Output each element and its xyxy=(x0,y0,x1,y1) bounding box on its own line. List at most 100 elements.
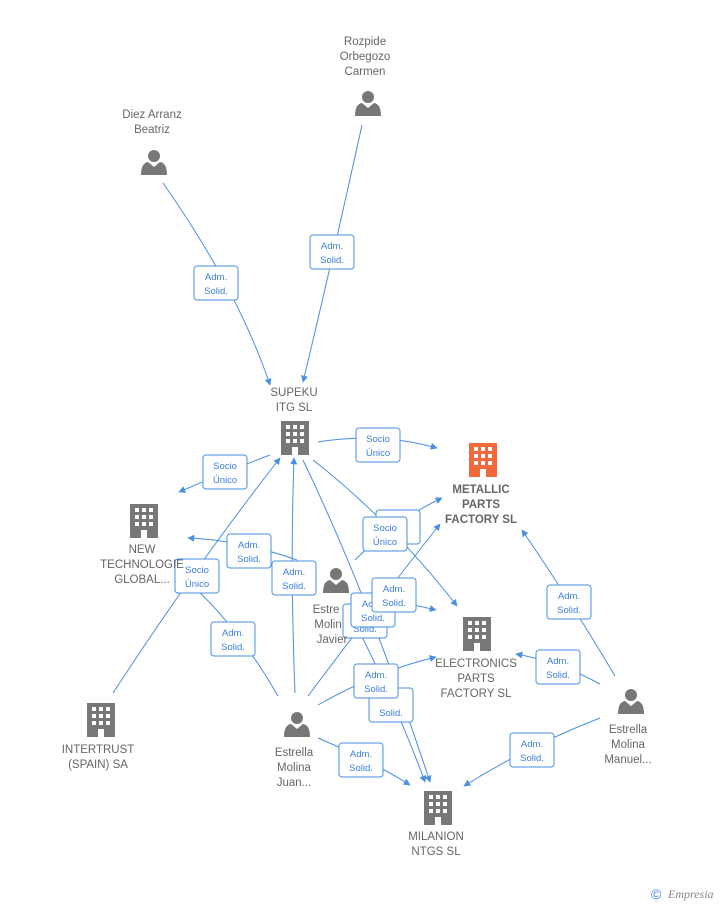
relation-label: Adm. Solid. xyxy=(371,577,417,613)
relation-text-2: Solid. xyxy=(320,255,344,266)
relation-label: Adm. Solid. xyxy=(338,742,384,778)
node-milanion[interactable]: MILANION NTGS SL xyxy=(408,791,464,858)
relation-text-1: Socio xyxy=(185,565,209,576)
copyright-icon: © xyxy=(651,886,662,902)
node-label: PARTS xyxy=(457,673,495,685)
node-metallic[interactable]: METALLIC PARTS FACTORY SL xyxy=(445,443,517,526)
building-icon xyxy=(469,443,497,477)
relation-text-1: Socio xyxy=(366,434,390,445)
relation-label: Adm. Solid. xyxy=(226,533,272,569)
node-label: Estrella xyxy=(609,724,648,736)
building-icon xyxy=(281,421,309,455)
node-intertrust[interactable]: INTERTRUST (SPAIN) SA xyxy=(62,703,135,771)
relation-text-2: Solid. xyxy=(204,286,228,297)
node-label: Molina xyxy=(277,762,311,774)
node-label: Manuel... xyxy=(604,754,651,766)
relation-text-1: Adm. xyxy=(521,739,543,750)
node-label: METALLIC xyxy=(452,484,509,496)
relation-text-2: Solid. xyxy=(364,684,388,695)
node-juan[interactable]: Estrella Molina Juan... xyxy=(275,712,314,789)
relation-text-1: Adm. xyxy=(205,272,227,283)
relation-text-1: Adm. xyxy=(558,591,580,602)
relation-text-2: Solid. xyxy=(282,581,306,592)
relation-text-1: Adm. xyxy=(365,670,387,681)
person-icon xyxy=(323,568,349,593)
relation-label: Adm. Solid. xyxy=(271,560,317,596)
node-label: ITG SL xyxy=(276,402,313,414)
relation-text-2: Único xyxy=(366,448,390,459)
node-diez[interactable]: Diez Arranz Beatriz xyxy=(122,109,182,175)
relation-label: Adm. Solid. xyxy=(535,649,581,685)
relation-label: Adm. Solid. xyxy=(546,584,592,620)
relation-text-1: Adm. xyxy=(383,584,405,595)
person-icon xyxy=(141,150,167,175)
building-icon xyxy=(87,703,115,737)
relation-text-2: Solid. xyxy=(546,670,570,681)
node-label: NEW xyxy=(129,544,156,556)
relation-text-1: Socio xyxy=(373,523,397,534)
node-javier[interactable]: Estre Molin Javier xyxy=(313,568,349,646)
building-icon xyxy=(424,791,452,825)
relation-text-2: Solid. xyxy=(221,642,245,653)
node-newtech[interactable]: NEW TECHNOLOGIE GLOBAL... xyxy=(100,504,184,586)
relation-label: Socio Único xyxy=(355,427,401,463)
node-label: INTERTRUST xyxy=(62,744,135,756)
person-icon xyxy=(355,91,381,116)
node-electronics[interactable]: ELECTRONICS PARTS FACTORY SL xyxy=(435,617,517,700)
building-icon xyxy=(463,617,491,651)
relation-text-2: Solid. xyxy=(382,598,406,609)
node-label: Orbegozo xyxy=(340,51,391,63)
relation-text-2: Solid. xyxy=(557,605,581,616)
node-label: Molina xyxy=(611,739,645,751)
relation-text-2: Solid. xyxy=(237,554,261,565)
relation-text-1: Adm. xyxy=(547,656,569,667)
node-label: GLOBAL... xyxy=(114,574,170,586)
relation-text-2: Solid. xyxy=(520,753,544,764)
node-label: Estrella xyxy=(275,747,314,759)
person-icon xyxy=(618,689,644,714)
relation-text-1: Adm. xyxy=(321,241,343,252)
relation-label: Adm. Solid. xyxy=(193,265,239,301)
node-label: Juan... xyxy=(277,777,312,789)
node-layer: Rozpide Orbegozo Carmen Diez Arranz Beat… xyxy=(62,36,652,858)
relation-label: Adm. Solid. xyxy=(309,234,355,270)
relation-label: Socio Único xyxy=(362,516,408,552)
node-label: MILANION xyxy=(408,831,464,843)
node-label: Beatriz xyxy=(134,124,170,136)
relation-text-1: Adm. xyxy=(283,567,305,578)
relation-label: Adm. Solid. xyxy=(353,663,399,699)
relation-text-1: Adm. xyxy=(222,628,244,639)
footer-brand: © Empresia xyxy=(651,886,714,902)
node-label: PARTS xyxy=(462,499,500,511)
brand-logo: Empresia xyxy=(667,887,714,901)
node-label: FACTORY SL xyxy=(441,688,513,700)
relation-label: Adm. Solid. xyxy=(210,621,256,657)
node-label: Carmen xyxy=(345,66,386,78)
relation-text-1: Adm. xyxy=(238,540,260,551)
node-label: FACTORY SL xyxy=(445,514,517,526)
node-label: Molin xyxy=(314,619,341,631)
person-icon xyxy=(284,712,310,737)
node-label: Diez Arranz xyxy=(122,109,182,121)
relation-text-2: Solid. xyxy=(349,763,373,774)
node-rozpide[interactable]: Rozpide Orbegozo Carmen xyxy=(340,36,391,116)
node-label: Javier xyxy=(317,634,348,646)
relation-text-2: Único xyxy=(373,537,397,548)
relation-text-2: Único xyxy=(185,579,209,590)
relation-text-2: Solid. xyxy=(379,708,403,719)
node-label: TECHNOLOGIE xyxy=(100,559,184,571)
node-manuel[interactable]: Estrella Molina Manuel... xyxy=(604,689,652,766)
node-label: Rozpide xyxy=(344,36,386,48)
relation-label: Socio Único xyxy=(174,558,220,594)
node-label: NTGS SL xyxy=(411,846,461,858)
node-supeku[interactable]: SUPEKU ITG SL xyxy=(270,387,318,455)
relation-text-1: Socio xyxy=(213,461,237,472)
relation-label-layer: Adm. Solid. Adm. Solid. Socio Único Soci… xyxy=(174,234,592,778)
relation-text-2: Solid. xyxy=(361,613,385,624)
relation-text-2: Solid. xyxy=(353,624,377,635)
node-label: SUPEKU xyxy=(270,387,317,399)
relation-text-1: Adm. xyxy=(350,749,372,760)
node-label: ELECTRONICS xyxy=(435,658,517,670)
